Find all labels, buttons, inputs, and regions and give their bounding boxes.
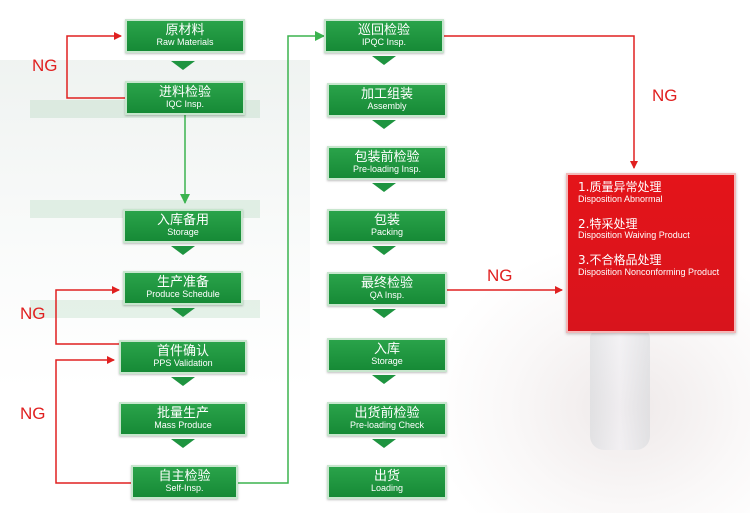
down-arrow <box>372 439 396 448</box>
ng-loop-self <box>55 356 131 484</box>
step-en: QA Insp. <box>369 290 405 301</box>
disposition-item: 1.质量异常处理 Disposition Abnormal <box>578 180 734 205</box>
step-en: Pre-loading Check <box>349 420 425 431</box>
self-to-ipqc-line <box>238 31 325 484</box>
background-building <box>0 60 310 390</box>
step-storage-final: 入库 Storage <box>327 338 447 372</box>
down-arrow <box>171 439 195 448</box>
down-arrow <box>372 56 396 65</box>
ng-label-ipqc: NG <box>652 86 678 105</box>
disposition-cn: 2.特采处理 <box>578 216 638 231</box>
step-cn: 入库备用 <box>156 213 209 229</box>
step-cn: 最终检验 <box>360 276 413 292</box>
disposition-en: Disposition Nonconforming Product <box>578 267 720 278</box>
ng-ipqc-to-disposition <box>444 35 638 169</box>
step-iqc-insp: 进料检验 IQC Insp. <box>125 81 245 115</box>
step-qa-insp: 最终检验 QA Insp. <box>327 272 447 306</box>
down-arrow <box>171 61 195 70</box>
down-arrow <box>372 309 396 318</box>
step-assembly: 加工组装 Assembly <box>327 83 447 117</box>
background-bottle <box>590 330 650 450</box>
step-cn: 出货前检验 <box>354 406 420 422</box>
step-pre-loading-check: 出货前检验 Pre-loading Check <box>327 402 447 436</box>
step-cn: 包装前检验 <box>354 150 420 166</box>
step-en: Produce Schedule <box>146 289 220 300</box>
disposition-cn: 3.不合格品处理 <box>578 253 662 268</box>
down-arrow <box>171 246 195 255</box>
down-arrow <box>372 246 396 255</box>
down-arrow <box>171 308 195 317</box>
step-en: Storage <box>167 227 199 238</box>
step-pre-loading-insp: 包装前检验 Pre-loading Insp. <box>327 146 447 180</box>
step-cn: 出货 <box>373 469 400 485</box>
disposition-item: 3.不合格品处理 Disposition Nonconforming Produ… <box>578 254 734 278</box>
ng-label-pps: NG <box>20 304 46 323</box>
step-pps-validation: 首件确认 PPS Validation <box>119 340 247 374</box>
step-en: Assembly <box>367 101 407 112</box>
down-arrow <box>372 375 396 384</box>
step-en: Mass Produce <box>154 420 212 431</box>
step-en: Storage <box>371 356 403 367</box>
step-en: Self-Insp. <box>165 483 204 494</box>
disposition-panel: 1.质量异常处理 Disposition Abnormal 2.特采处理 Dis… <box>566 173 736 333</box>
step-cn: 进料检验 <box>158 85 211 101</box>
step-en: PPS Validation <box>153 358 213 369</box>
step-cn: 首件确认 <box>156 344 209 360</box>
step-cn: 包装 <box>373 213 400 229</box>
step-en: IQC Insp. <box>165 99 204 110</box>
disposition-item: 2.特采处理 Disposition Waiving Product <box>578 216 734 242</box>
step-storage: 入库备用 Storage <box>123 209 243 243</box>
step-cn: 加工组装 <box>360 87 413 103</box>
step-self-insp: 自主检验 Self-Insp. <box>131 465 238 499</box>
ng-label-self: NG <box>20 404 46 423</box>
step-cn: 生产准备 <box>156 275 209 291</box>
ng-loop-pps <box>55 286 120 345</box>
step-en: Pre-loading Insp. <box>352 164 422 175</box>
step-en: Raw Materials <box>156 37 214 48</box>
disposition-en: Disposition Waiving Product <box>578 230 690 241</box>
down-arrow <box>372 183 396 192</box>
ng-label-qa: NG <box>487 266 513 285</box>
step-cn: 批量生产 <box>156 406 209 422</box>
step-ipqc-insp: 巡回检验 IPQC Insp. <box>324 19 444 53</box>
step-cn: 入库 <box>373 342 400 358</box>
disposition-cn: 1.质量异常处理 <box>578 180 662 194</box>
down-arrow <box>372 120 396 129</box>
step-cn: 自主检验 <box>158 469 211 485</box>
step-mass-produce: 批量生产 Mass Produce <box>119 402 247 436</box>
step-cn: 巡回检验 <box>357 23 410 39</box>
step-en: IPQC Insp. <box>361 37 406 48</box>
step-en: Loading <box>370 483 404 494</box>
step-en: Packing <box>370 227 404 238</box>
step-produce-schedule: 生产准备 Produce Schedule <box>123 271 243 305</box>
ng-loop-iqc <box>66 32 125 99</box>
step-packing: 包装 Packing <box>327 209 447 243</box>
down-arrow <box>171 377 195 386</box>
step-loading: 出货 Loading <box>327 465 447 499</box>
ng-label-iqc: NG <box>32 56 58 75</box>
disposition-en: Disposition Abnormal <box>578 193 663 204</box>
step-raw-materials: 原材料 Raw Materials <box>125 19 245 53</box>
step-cn: 原材料 <box>165 23 205 39</box>
